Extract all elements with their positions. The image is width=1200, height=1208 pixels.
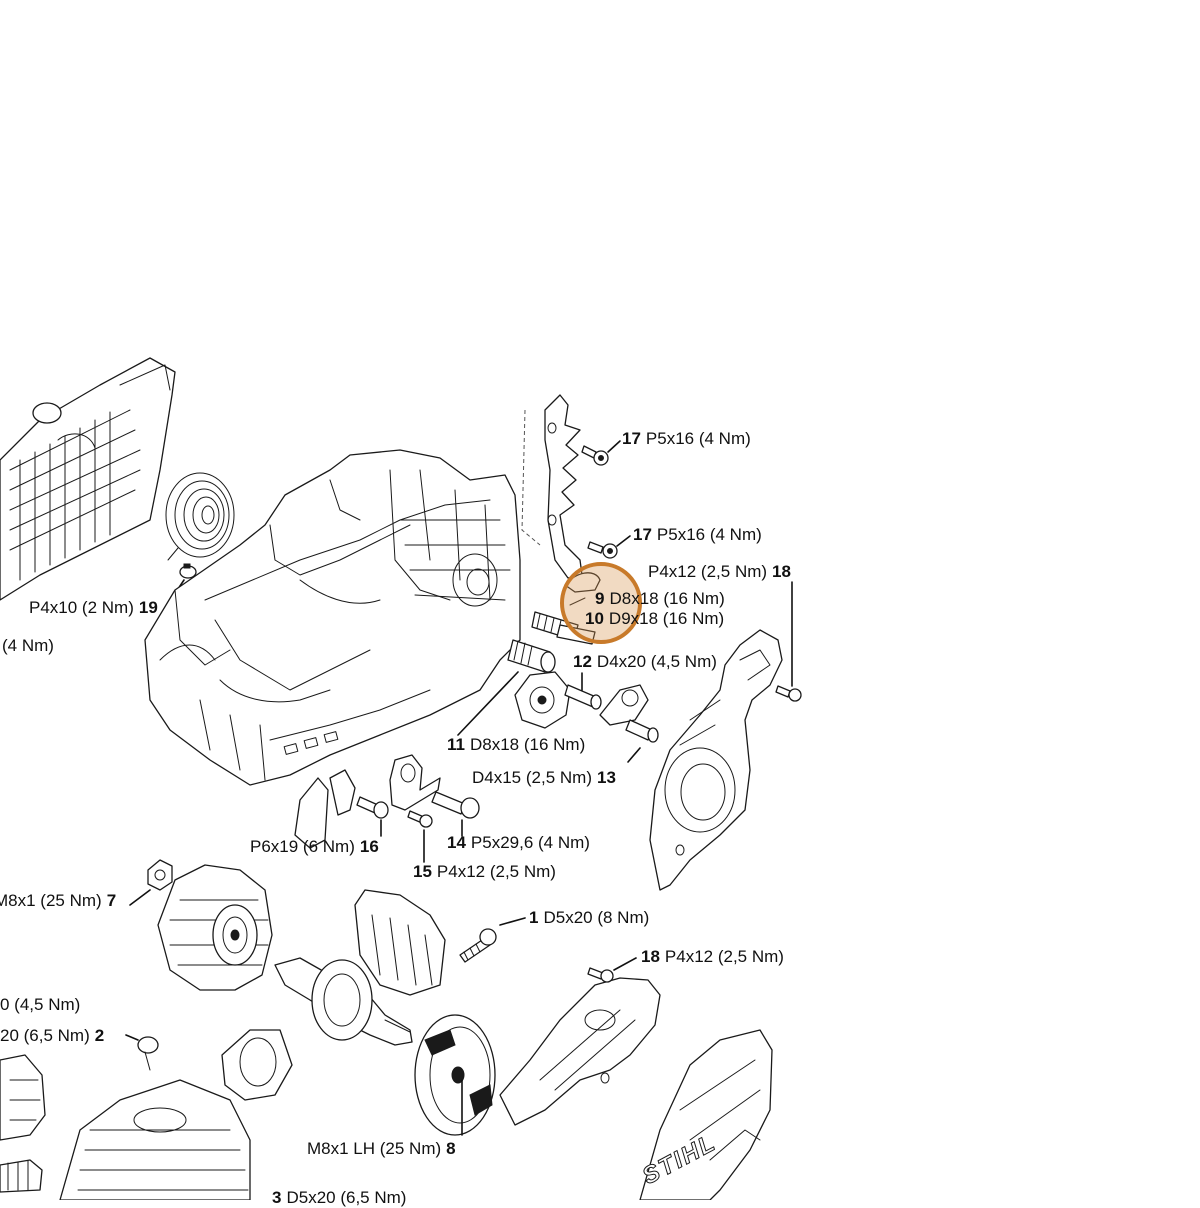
label-8-spec: M8x1 LH (25 Nm) — [307, 1139, 442, 1158]
screw-16 — [356, 796, 389, 837]
crankshaft — [274, 957, 413, 1046]
label-13-spec: D4x15 (2,5 Nm) — [472, 768, 592, 787]
label-7: M8x1 (25 Nm)7 — [0, 891, 116, 911]
label-12-number: 12 — [573, 652, 592, 671]
label-11-number: 11 — [447, 735, 465, 754]
label-9-number: 9 — [595, 589, 605, 608]
bumper-spike — [521, 394, 583, 579]
label-18-lower-number: 18 — [641, 947, 660, 966]
piston — [221, 1029, 293, 1101]
label-16-spec: P6x19 (6 Nm) — [250, 837, 355, 856]
label-19-number: 19 — [138, 598, 158, 617]
label-8: M8x1 LH (25 Nm)8 — [307, 1139, 456, 1159]
label-18-lower-spec: P4x12 (2,5 Nm) — [664, 947, 784, 966]
rewind-spring — [165, 472, 235, 561]
label-11-spec: D8x18 (16 Nm) — [469, 735, 586, 754]
screw-18-upper — [775, 581, 802, 702]
label-1-number: 1 — [529, 908, 539, 927]
label-2-number: 2 — [94, 1026, 105, 1045]
label-2-spec: 20 (6,5 Nm) — [0, 1026, 90, 1045]
label-13: D4x15 (2,5 Nm)13 — [472, 768, 616, 788]
screw-15 — [407, 810, 433, 863]
label-7-spec: M8x1 (25 Nm) — [0, 891, 102, 910]
oil-pump-body — [514, 671, 602, 729]
label-14-spec: P5x29,6 (4 Nm) — [470, 833, 590, 852]
label-18-upper-spec: P4x12 (2,5 Nm) — [648, 562, 768, 581]
chain-cover — [639, 1029, 773, 1200]
label-14-number: 14 — [447, 833, 466, 852]
screw-2 — [125, 1034, 159, 1071]
label-17-upper-spec: P5x16 (4 Nm) — [645, 429, 751, 448]
label-partial-4nm-spec: (4 Nm) — [2, 636, 54, 655]
screw-17-upper — [581, 440, 621, 466]
adjuster-13 — [599, 684, 659, 763]
flywheel — [157, 864, 273, 991]
label-19-spec: P4x10 (2 Nm) — [29, 598, 134, 617]
label-13-number: 13 — [596, 768, 616, 787]
screw-18-lower — [587, 957, 637, 983]
clutch — [414, 1014, 496, 1136]
sprocket-cover — [649, 629, 783, 891]
label-17-upper-number: 17 — [622, 429, 641, 448]
label-3-spec: D5x20 (6,5 Nm) — [286, 1188, 407, 1207]
carburetor-part — [0, 1054, 46, 1141]
label-18-upper: P4x12 (2,5 Nm)18 — [648, 562, 791, 582]
nut-7 — [129, 859, 173, 906]
screw-14 — [431, 791, 480, 837]
label-8-number: 8 — [446, 1139, 456, 1158]
label-9-spec: D8x18 (16 Nm) — [609, 589, 725, 608]
label-15-number: 15 — [413, 862, 432, 881]
cylinder — [59, 1079, 251, 1200]
highlight-circle — [560, 562, 642, 644]
label-10-spec: D9x18 (16 Nm) — [608, 609, 725, 628]
label-1-spec: D5x20 (8 Nm) — [543, 908, 650, 927]
label-partial-45nm-spec: 0 (4,5 Nm) — [0, 995, 81, 1014]
screw-17-lower — [587, 535, 631, 559]
label-partial-4nm: (4 Nm) — [2, 636, 54, 656]
label-19: P4x10 (2 Nm)19 — [29, 598, 158, 618]
label-partial-45nm: 0 (4,5 Nm) — [0, 995, 80, 1015]
label-15-spec: P4x12 (2,5 Nm) — [436, 862, 556, 881]
label-3-number: 3 — [272, 1188, 282, 1207]
crankcase-housing — [144, 449, 521, 786]
side-plate — [499, 977, 661, 1126]
label-18-upper-number: 18 — [772, 562, 791, 581]
label-17-lower-number: 17 — [633, 525, 652, 544]
label-17-lower-spec: P5x16 (4 Nm) — [656, 525, 762, 544]
spark-plug — [0, 1159, 43, 1193]
label-12-spec: D4x20 (4,5 Nm) — [596, 652, 717, 671]
label-16: P6x19 (6 Nm)16 — [250, 837, 379, 857]
label-10-number: 10 — [585, 609, 604, 628]
crankcase-half — [354, 889, 446, 996]
label-7-number: 7 — [106, 891, 117, 910]
bracket-parts — [294, 754, 441, 849]
label-16-number: 16 — [359, 837, 379, 856]
screw-1 — [459, 917, 526, 963]
starter-cover — [0, 357, 176, 601]
pin-11 — [457, 639, 556, 736]
label-2: 20 (6,5 Nm)2 — [0, 1026, 104, 1046]
